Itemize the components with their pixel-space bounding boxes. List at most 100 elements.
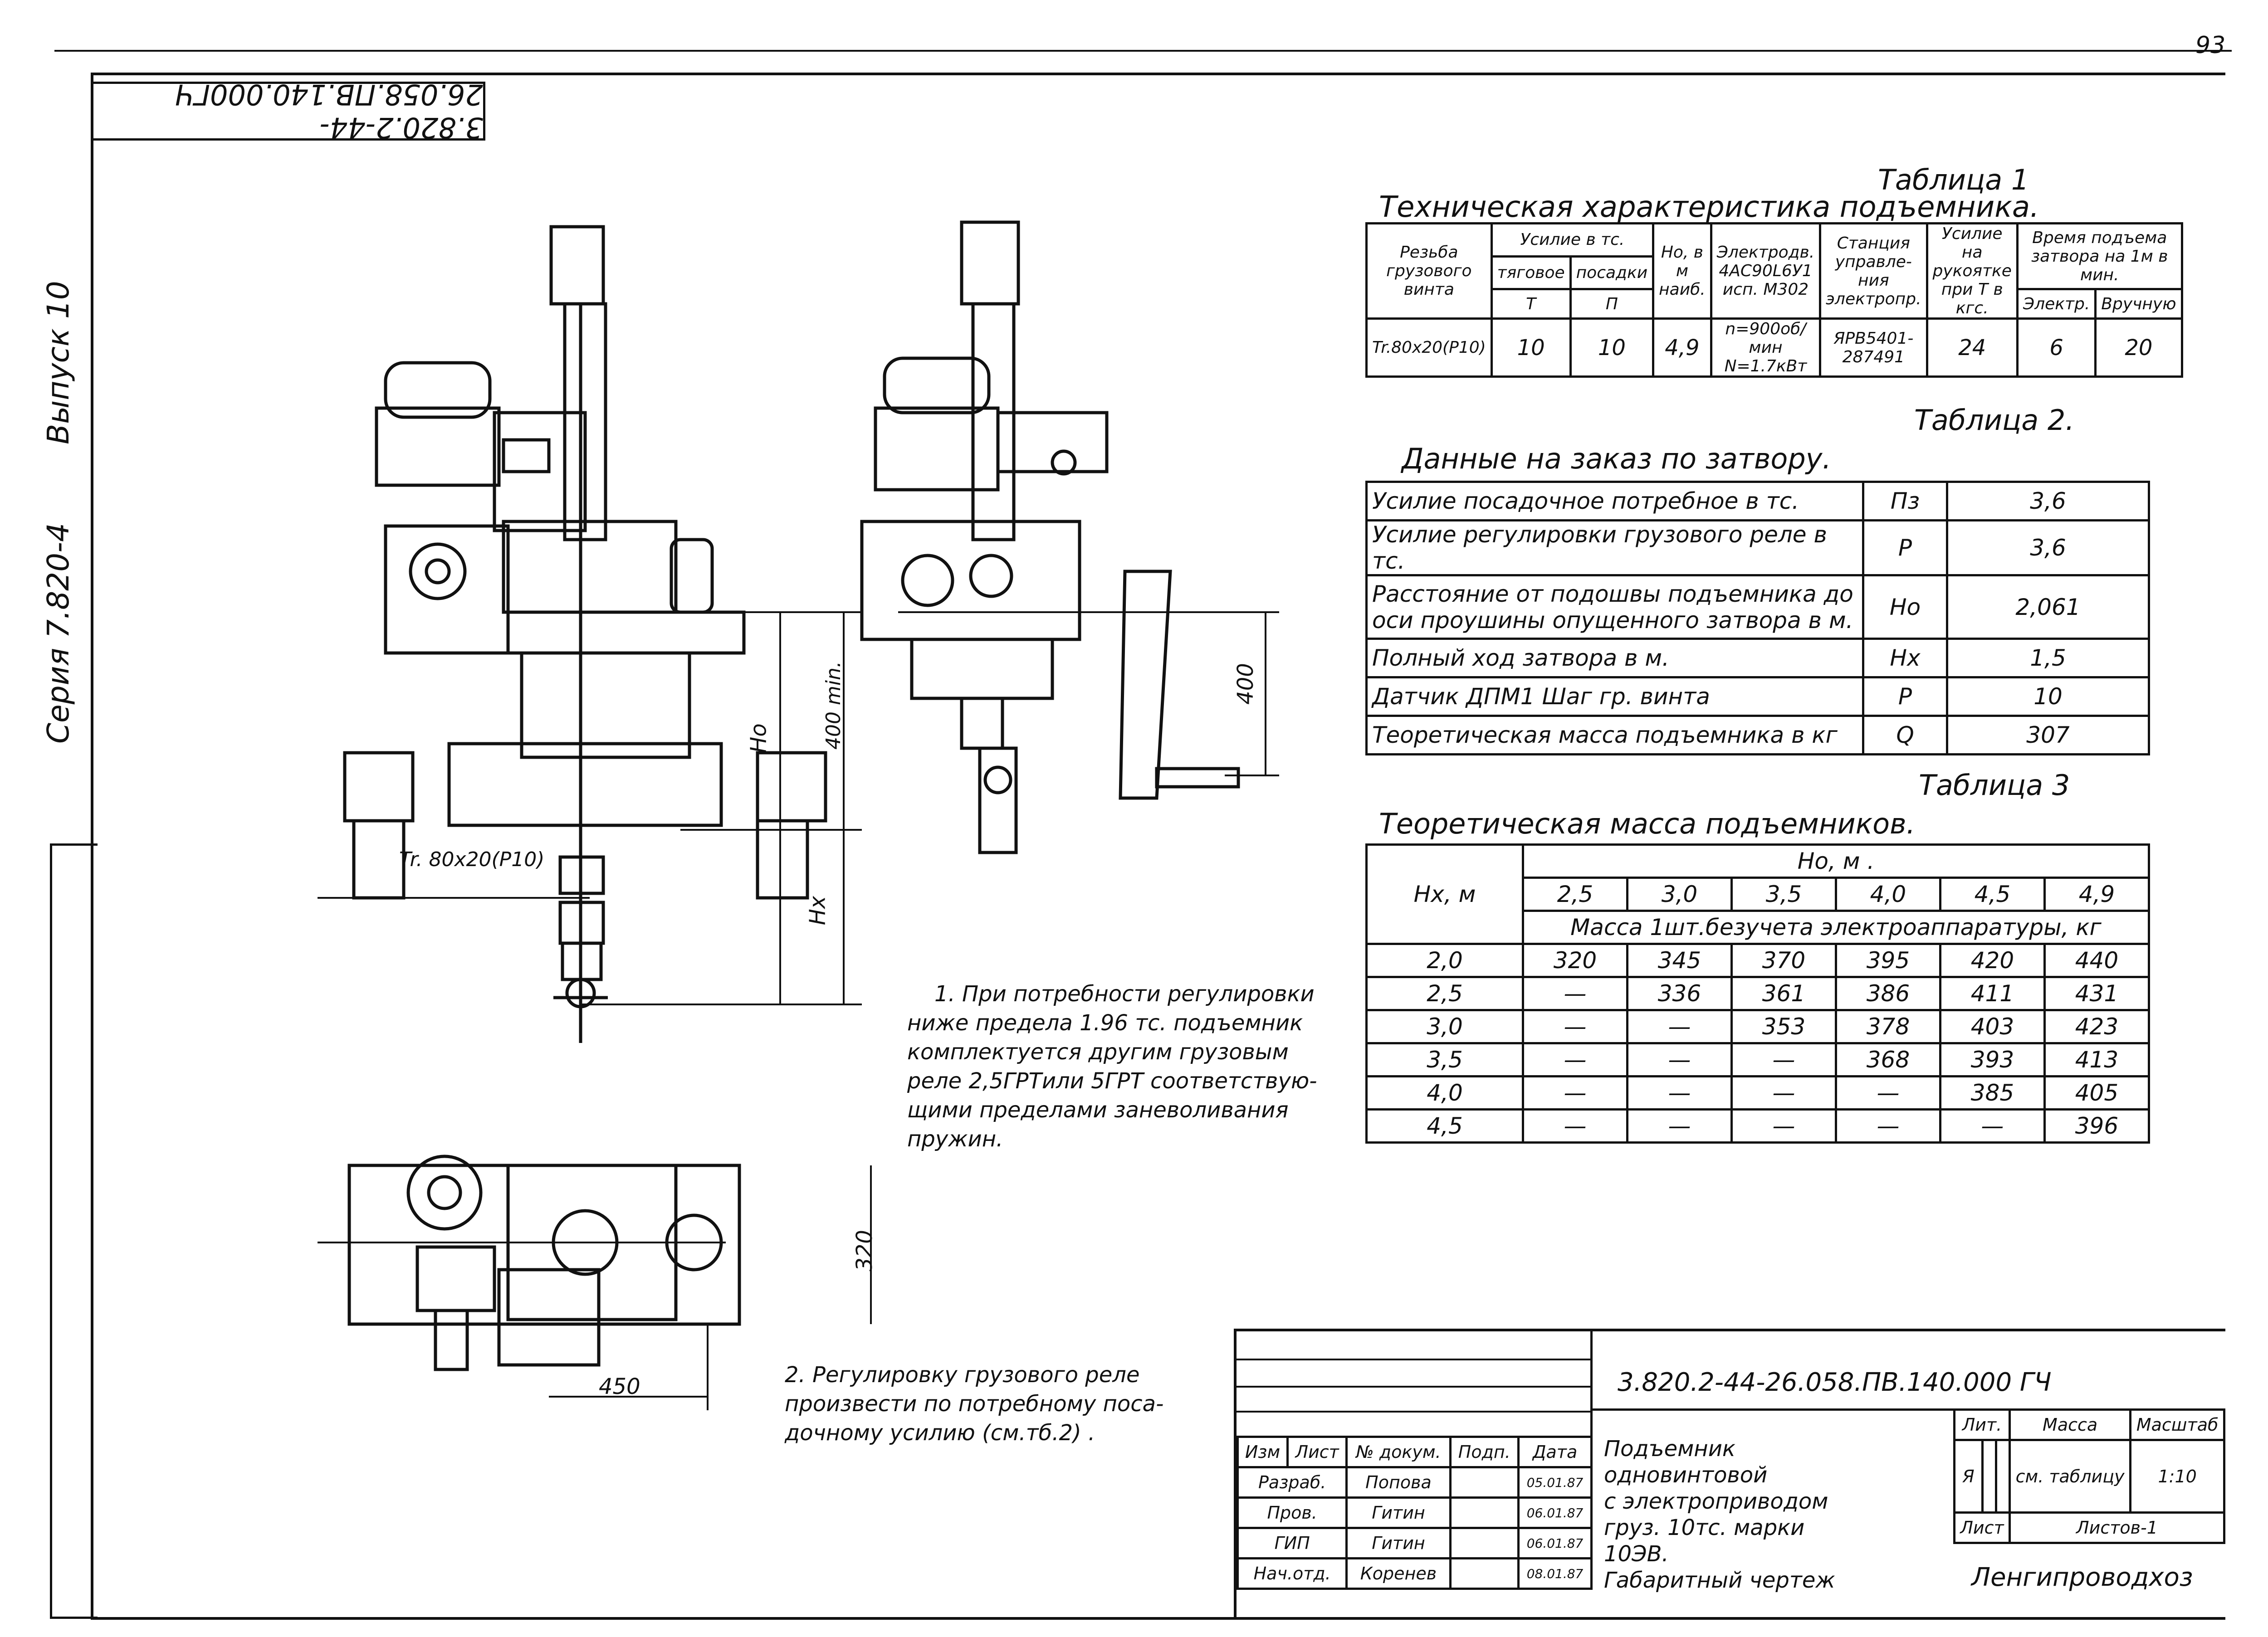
t3-ho-value: 4,9 (2043, 877, 2151, 912)
tb-header: Дата (1517, 1436, 1593, 1468)
t3-cell: 396 (2043, 1108, 2151, 1144)
t3-cell: 385 (1939, 1075, 2046, 1111)
t3-ho-value: 3,0 (1626, 877, 1733, 912)
t2-label: Усилие регулировки грузового реле в тс. (1365, 519, 1864, 576)
t3-cell: 2,5 (1365, 976, 1524, 1011)
t2-value: 1,5 (1946, 638, 2150, 678)
t3-cell: — (1626, 1009, 1733, 1044)
tb-date: 08.01.87 (1517, 1557, 1593, 1590)
t1-cell: ЯРВ5401-287491 (1819, 317, 1928, 378)
thread-dimension-label: Tr. 80x20(P10) (399, 848, 545, 871)
t3-cell: — (1626, 1075, 1733, 1111)
tb-lit-empty (1994, 1439, 2011, 1514)
t3-cell: 370 (1730, 943, 1837, 978)
t1-cell: 24 (1926, 317, 2019, 378)
t3-cell: 420 (1939, 943, 2046, 978)
t3-hx-header: Нх, м (1365, 843, 1524, 945)
tb-person: Гитин (1345, 1527, 1452, 1559)
title-block-name: Подъемник одновинтовой с электроприводом… (1604, 1436, 1858, 1593)
tb-person: Коренев (1345, 1557, 1452, 1590)
t1-header-landing-sym: П (1569, 288, 1655, 320)
t3-cell: — (1522, 1108, 1628, 1144)
t1-cell: 6 (2016, 317, 2097, 378)
t1-header-force: Усилие в тс. (1490, 222, 1655, 258)
t1-header-ho: Но, в м наиб. (1652, 222, 1712, 320)
table3-number: Таблица 3 (1919, 769, 2070, 802)
title-block-signatures: Изм Лист № докум. Подп. Дата Разраб. Поп… (1236, 1436, 1593, 1590)
tb-date: 05.01.87 (1517, 1466, 1593, 1499)
tb-signature (1449, 1496, 1520, 1529)
t3-cell: — (1730, 1075, 1837, 1111)
t3-ho-value: 4,0 (1834, 877, 1941, 912)
title-block-code-line (1590, 1408, 2225, 1411)
note-1-line: реле 2,5ГРТили 5ГРТ соответствую- (907, 1068, 1317, 1094)
t2-label: Теоретическая масса подъемника в кг (1365, 715, 1864, 755)
t2-value: 307 (1946, 715, 2150, 755)
t2-label: Расстояние от подошвы подъемника до оси … (1365, 574, 1864, 640)
t3-cell: 2,0 (1365, 943, 1524, 978)
t3-cell: 4,0 (1365, 1075, 1524, 1111)
t3-cell: 3,5 (1365, 1042, 1524, 1077)
t2-label: Датчик ДПМ1 Шаг гр. винта (1365, 676, 1864, 717)
ho-dimension-label: Ho (746, 723, 772, 753)
note-1-line: ниже предела 1.96 тс. подъемник (907, 1010, 1303, 1036)
t2-symbol: Но (1862, 574, 1948, 640)
tb-header: Подп. (1449, 1436, 1520, 1468)
table1-number: Таблица 1 (1878, 163, 2029, 196)
t3-cell: — (1522, 1075, 1628, 1111)
t3-cell: 368 (1834, 1042, 1941, 1077)
tb-date: 06.01.87 (1517, 1527, 1593, 1559)
t2-label: Усилие посадочное потребное в тс. (1365, 481, 1864, 521)
tb-person: Гитин (1345, 1496, 1452, 1529)
note-1-line: щими пределами заневоливания (907, 1097, 1289, 1123)
tb-name-line: с электроприводом (1604, 1489, 1828, 1514)
tb-header: № докум. (1345, 1436, 1452, 1468)
tb-sheet-label: Лист (1953, 1511, 2011, 1544)
note-1-line: пружин. (907, 1126, 1003, 1152)
t3-cell: 3,0 (1365, 1009, 1524, 1044)
note-2: 2. Регулировку грузового реле произвести… (785, 1360, 1163, 1447)
tb-mass-label: Масса (2008, 1408, 2132, 1441)
tb-date: 06.01.87 (1517, 1496, 1593, 1529)
tb-scale-value: 1:10 (2129, 1439, 2225, 1514)
d320-dimension-label: 320 (851, 1230, 877, 1272)
t3-cell: 336 (1626, 976, 1733, 1011)
tb-name-line: груз. 10тс. марки 10ЭВ. (1604, 1515, 1805, 1567)
tb-role: Нач.отд. (1236, 1557, 1348, 1590)
min400-dimension-label: 400 min. (821, 661, 845, 750)
title-block-right: Лит. Масса Масштаб Я см. таблицу 1:10 Ли… (1953, 1408, 2226, 1544)
t2-symbol: Нх (1862, 638, 1948, 678)
t1-header-tension-sym: Т (1490, 288, 1572, 320)
t3-cell: 345 (1626, 943, 1733, 978)
note-1-line: 1. При потребности регулировки (934, 981, 1315, 1007)
tb-lit-empty (1981, 1439, 1997, 1514)
table1-title: Техническая характеристика подъемника. (1379, 190, 2039, 224)
t3-ho-header: Но, м . (1522, 843, 2150, 879)
tb-name-line: Подъемник одновинтовой (1604, 1436, 1768, 1488)
t3-cell: — (1626, 1042, 1733, 1077)
t2-symbol: Пз (1862, 481, 1948, 521)
t1-cell: 20 (2094, 317, 2183, 378)
t3-cell: — (1939, 1108, 2046, 1144)
t3-ho-value: 4,5 (1939, 877, 2046, 912)
tb-lit-value: Я (1953, 1439, 1984, 1514)
t2-symbol: Q (1862, 715, 1948, 755)
title-block-code: 3.820.2-44-26.058.ПВ.140.000 ГЧ (1618, 1368, 2052, 1397)
t3-subheader: Масса 1шт.безучета электроаппаратуры, кг (1522, 910, 2150, 945)
t3-cell: 395 (1834, 943, 1941, 978)
note-2-line: дочному усилию (см.тб.2) . (785, 1420, 1095, 1446)
note-2-line: произвести по потребному поса- (785, 1391, 1164, 1417)
t3-cell: — (1522, 976, 1628, 1011)
table3-title: Теоретическая масса подъемников. (1379, 807, 1916, 840)
d400-dimension-label: 400 (1232, 663, 1258, 705)
t3-cell: 405 (2043, 1075, 2151, 1111)
t1-header-time: Время подъема затвора на 1м в мин. (2016, 222, 2183, 291)
t2-label: Полный ход затвора в м. (1365, 638, 1864, 678)
note-2-line: 2. Регулировку грузового реле (785, 1362, 1140, 1388)
t3-cell: — (1522, 1009, 1628, 1044)
hx-dimension-label: Hx (805, 896, 831, 926)
page-number: 93 (2195, 32, 2226, 59)
tb-name-line: Габаритный чертеж (1604, 1568, 1835, 1593)
t1-cell: 10 (1490, 317, 1572, 378)
